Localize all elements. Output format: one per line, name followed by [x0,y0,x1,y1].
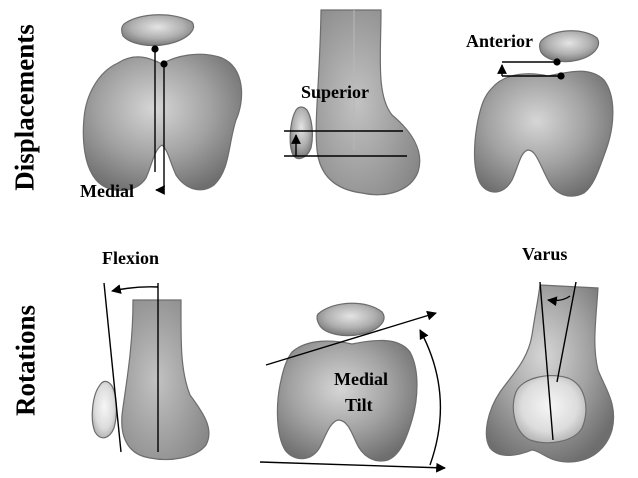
patella-lateral-panel [290,107,312,159]
label-varus: Varus [522,244,567,264]
panel-medial-tilt: Medial Tilt [260,303,445,468]
label-medial: Medial [80,181,134,201]
label-medial-tilt-line1: Medial [334,369,388,389]
panel-flexion-rotation: Flexion [92,248,209,459]
landmark-dot-femur [160,60,167,67]
femur-frontal-right [475,71,613,196]
row-label-rotations: Rotations [11,281,42,441]
patella-tilt-panel [317,303,384,335]
tilt-arc-arrow [420,330,440,465]
panel-medial-displacement: Medial [80,15,242,201]
femur-lateral-shaft-2 [122,300,209,459]
patella-flexion-panel [92,381,116,437]
tilt-line-lower [260,462,445,468]
landmark-dot-femur-right [557,72,564,79]
label-flexion: Flexion [102,248,159,268]
flexion-arc-arrow [112,287,158,291]
label-superior: Superior [301,82,369,102]
label-medial-tilt-line2: Tilt [345,395,373,415]
panel-varus-rotation: Varus [486,244,613,462]
landmark-dot-patella-right [553,58,560,65]
femur-frontal [83,54,241,190]
panel-superior-displacement: Superior [284,10,420,195]
patella-medial-panel [122,15,194,46]
label-anterior: Anterior [466,31,533,51]
panel-anterior-displacement: Anterior [466,31,613,196]
femur-lateral-shaft [316,10,420,195]
landmark-dot-patella [151,45,158,52]
row-label-displacements: Displacements [10,0,41,218]
patella-anterior-panel [540,31,599,62]
patella-varus-panel [513,376,586,443]
